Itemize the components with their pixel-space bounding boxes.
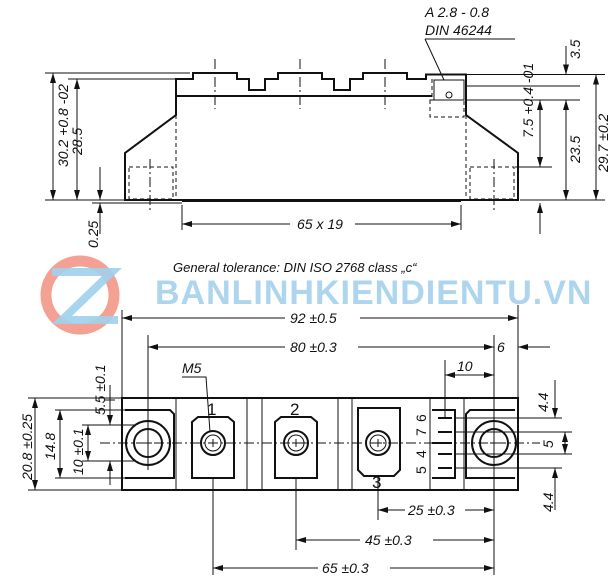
- dim-mount-spacing: 80 ±0.3: [290, 339, 337, 355]
- dim-overall-right: 29.7 ±0.2: [595, 114, 611, 173]
- dim-body-height: 28.5: [69, 128, 85, 156]
- pin-label-5: 5: [413, 466, 429, 474]
- dim-inner-width: 14.8: [42, 433, 58, 460]
- connector-label-type: A 2.8 - 0.8: [424, 4, 489, 20]
- dim-tab-height: 7.5 +0.4 -01: [520, 63, 536, 138]
- dim-edge-offset: 6: [497, 339, 505, 355]
- dim-pin-spacing-mid: 5: [540, 440, 556, 448]
- side-dimensions: 30.2 +0.8 -02 28.5 0.25 65 x 19 3.5 7.5 …: [45, 39, 611, 248]
- dim-pin-spacing-bottom: 4.4: [540, 492, 556, 512]
- top-dimensions: 92 ±0.5 80 ±0.3 6 10 20.8 ±0.25 14.8 10 …: [19, 305, 572, 576]
- dim-pin-spacing-top: 4.4: [535, 392, 551, 412]
- dim-terminal1-spacing: 65 ±0.3: [322, 560, 369, 576]
- connector-label-standard: DIN 46244: [425, 22, 492, 38]
- watermark-text: BANLINHKIENDIENTU.VN: [155, 274, 592, 312]
- dim-base-plate: 65 x 19: [297, 216, 343, 232]
- pin-label-4: 4: [413, 450, 429, 458]
- dim-overall-width: 20.8 ±0.25: [19, 414, 35, 481]
- top-view: 1 2 3 6 7 4 5 M5 92 ±0.5 80 ±0.3 6 10 20…: [19, 305, 572, 576]
- dim-terminal3-spacing: 25 ±0.3: [407, 502, 455, 518]
- dim-hole-offset: 5.5 ±0.1: [92, 365, 108, 416]
- pin-label-6: 6: [413, 414, 429, 422]
- module-body-top: [100, 397, 540, 491]
- dim-overall-length: 92 ±0.5: [290, 310, 337, 326]
- pin-label-7: 7: [413, 428, 429, 436]
- side-view: A 2.8 - 0.8 DIN 46244 30.2 +0.8 -02 28.5…: [45, 4, 611, 248]
- dim-terminal2-spacing: 45 ±0.3: [365, 532, 412, 548]
- terminal-label-2: 2: [290, 400, 299, 419]
- terminal-label-3: 3: [372, 473, 381, 492]
- watermark-logo-icon: [40, 255, 122, 335]
- dim-hole-dia: 10 ±0.1: [70, 428, 86, 475]
- dim-total-height: 30.2 +0.8 -02: [55, 84, 71, 167]
- module-body-side: [124, 59, 519, 211]
- dim-pin-offset: 10: [457, 358, 473, 374]
- terminal-label-1: 1: [207, 400, 216, 419]
- dim-tab-top: 3.5: [567, 39, 583, 59]
- thread-label: M5: [182, 360, 202, 376]
- watermark: BANLINHKIENDIENTU.VN: [40, 255, 592, 335]
- dim-tab-to-base: 23.5: [567, 136, 583, 164]
- dim-base-offset: 0.25: [85, 221, 101, 248]
- general-tolerance-note: General tolerance: DIN ISO 2768 class „c…: [173, 260, 417, 275]
